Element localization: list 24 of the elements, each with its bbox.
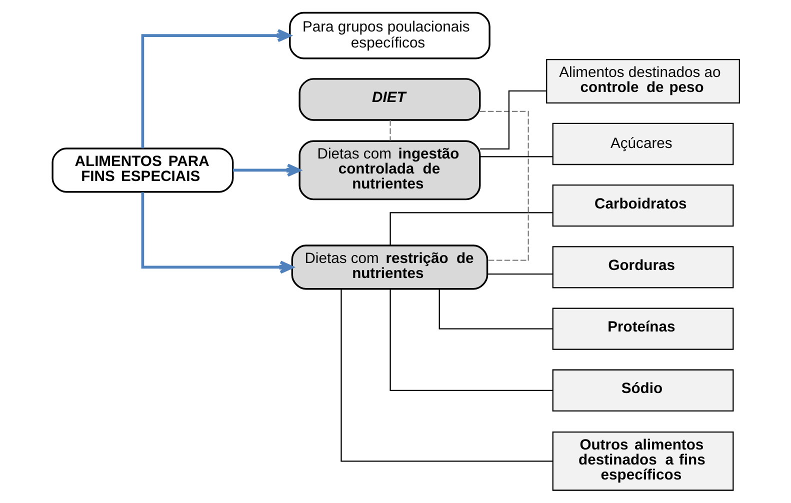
connector: [486, 273, 552, 275]
connector: [438, 289, 552, 330]
node-box: ALIMENTOS PARA FINS ESPECIAIS: [51, 148, 234, 193]
node-box: Gorduras: [552, 246, 734, 288]
connector: [389, 120, 390, 141]
node-box: Outros alimentos destinados a fins específicos: [552, 432, 734, 491]
node-box: Dietas com restrição de nutrientes: [290, 244, 488, 290]
arrow: [140, 29, 291, 148]
node-box: Alimentos destinados ao controle de peso: [546, 58, 740, 104]
node-box: Sódio: [552, 369, 734, 412]
node-box: Proteínas: [552, 308, 734, 350]
node-box: Carboidratos: [552, 184, 734, 227]
connector: [389, 288, 552, 391]
connector: [479, 110, 528, 261]
connector: [480, 156, 552, 158]
node-box: Para grupos poulacionais específicos: [288, 12, 490, 60]
node-box: Açúcares: [552, 122, 734, 166]
node-box: DIET: [298, 78, 480, 121]
arrow: [140, 192, 294, 274]
connector: [389, 212, 552, 246]
node-box: Dietas com ingestão controlada de nutrientes: [298, 140, 480, 200]
arrow: [232, 164, 300, 177]
connector: [480, 90, 546, 150]
connector: [340, 289, 552, 462]
